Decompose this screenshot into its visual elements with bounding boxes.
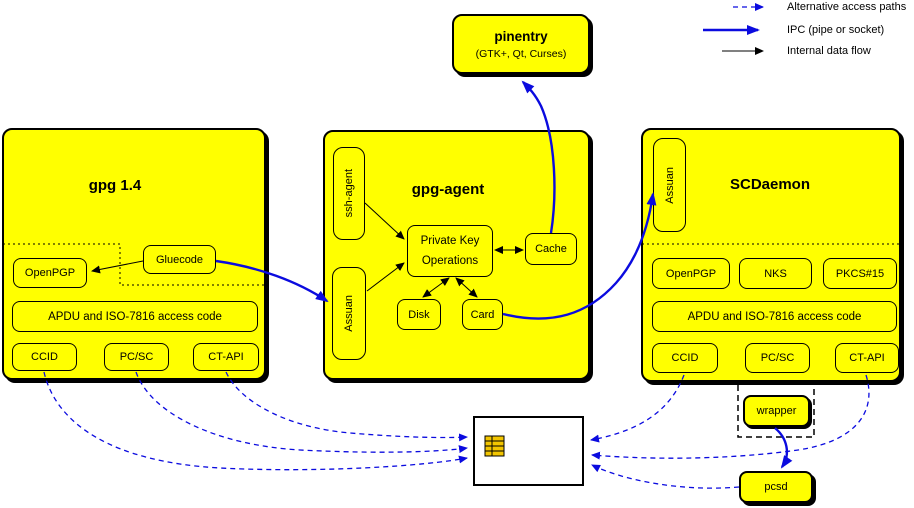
card-label: Card: [470, 308, 495, 321]
scdaemon-ctapi-label: CT-API: [849, 352, 885, 364]
gpg14-title: gpg 1.4: [88, 177, 142, 194]
scdaemon-pcsc-label: PC/SC: [760, 352, 795, 364]
alt-scdaemon-ccid-to-card: [590, 374, 685, 443]
gpg14-ctapi-label: CT-API: [208, 351, 244, 363]
pcsd-label: pcsd: [764, 481, 788, 493]
scdaemon-nks-label: NKS: [764, 267, 787, 280]
scdaemon-pcsc-box: PC/SC: [745, 343, 810, 373]
scdaemon-pkcs15-box: PKCS#15: [823, 258, 897, 289]
scdaemon-title: SCDaemon: [729, 176, 811, 193]
scdaemon-nks-box: NKS: [739, 258, 812, 289]
gpg14-apdu-box: APDU and ISO-7816 access code: [12, 301, 258, 332]
wrapper-box: wrapper: [743, 395, 810, 427]
alt-pcsd-to-card: [591, 464, 740, 489]
legend-internal-data-flow: Internal data flow: [787, 45, 871, 57]
scdaemon-apdu-box: APDU and ISO-7816 access code: [652, 301, 897, 332]
gpg14-ctapi-box: CT-API: [193, 343, 259, 371]
gpg14-gluecode-box: Gluecode: [143, 245, 216, 274]
card-box: Card: [462, 299, 503, 330]
alt-gpg14-ccid-to-card: [43, 371, 468, 471]
disk-label: Disk: [408, 308, 430, 321]
pinentry-box: pinentry (GTK+, Qt, Curses): [452, 14, 590, 74]
alt-scdaemon-ctapi-to-card: [591, 374, 870, 460]
legend-ipc: IPC (pipe or socket): [787, 24, 885, 36]
pko-line1: Private Key: [420, 234, 480, 247]
gpg-agent-title: gpg-agent: [411, 181, 485, 198]
cache-box: Cache: [525, 233, 577, 265]
pko-line2: Operations: [421, 255, 479, 268]
scdaemon-ctapi-box: CT-API: [835, 343, 899, 373]
private-key-operations-box: Private Key Operations: [407, 225, 493, 277]
scdaemon-apdu-label: APDU and ISO-7816 access code: [687, 310, 862, 323]
gpg14-pcsc-box: PC/SC: [104, 343, 169, 371]
scdaemon-assuan-label: Assuan: [663, 166, 676, 204]
alt-gpg14-ctapi-to-card: [225, 371, 468, 442]
pcsd-box: pcsd: [739, 471, 813, 503]
cache-label: Cache: [535, 243, 567, 255]
scdaemon-assuan-box: Assuan: [653, 138, 686, 232]
scdaemon-openpgp-label: OpenPGP: [665, 267, 717, 280]
gpg14-ccid-label: CCID: [31, 351, 58, 363]
gpg14-openpgp-label: OpenPGP: [24, 267, 76, 279]
pinentry-title: pinentry: [494, 28, 548, 44]
gpg-agent-assuan-box: Assuan: [332, 267, 366, 360]
scdaemon-openpgp-box: OpenPGP: [652, 258, 730, 289]
gpg-agent-assuan-label: Assuan: [343, 295, 355, 332]
gpg14-ccid-box: CCID: [12, 343, 77, 371]
smartcard: [473, 416, 584, 486]
gpg14-gluecode-label: Gluecode: [155, 253, 204, 266]
gpg-agent-ssh-agent-label: ssh-agent: [343, 169, 355, 218]
gpg14-pcsc-label: PC/SC: [119, 351, 154, 363]
gpg14-apdu-label: APDU and ISO-7816 access code: [48, 310, 222, 323]
scdaemon-ccid-label: CCID: [671, 352, 699, 364]
ipc-wrapper-to-pcsd: [774, 427, 793, 469]
scdaemon-ccid-box: CCID: [652, 343, 718, 373]
legend-alternative-access-paths: Alternative access paths: [787, 1, 907, 13]
pinentry-subtitle: (GTK+, Qt, Curses): [475, 47, 567, 60]
alt-gpg14-pcsc-to-card: [135, 371, 468, 454]
gpg14-openpgp-box: OpenPGP: [13, 258, 87, 288]
disk-box: Disk: [397, 299, 441, 330]
scdaemon-pkcs15-label: PKCS#15: [835, 267, 885, 280]
gpg-agent-ssh-agent-box: ssh-agent: [333, 147, 365, 240]
wrapper-label: wrapper: [756, 405, 797, 417]
